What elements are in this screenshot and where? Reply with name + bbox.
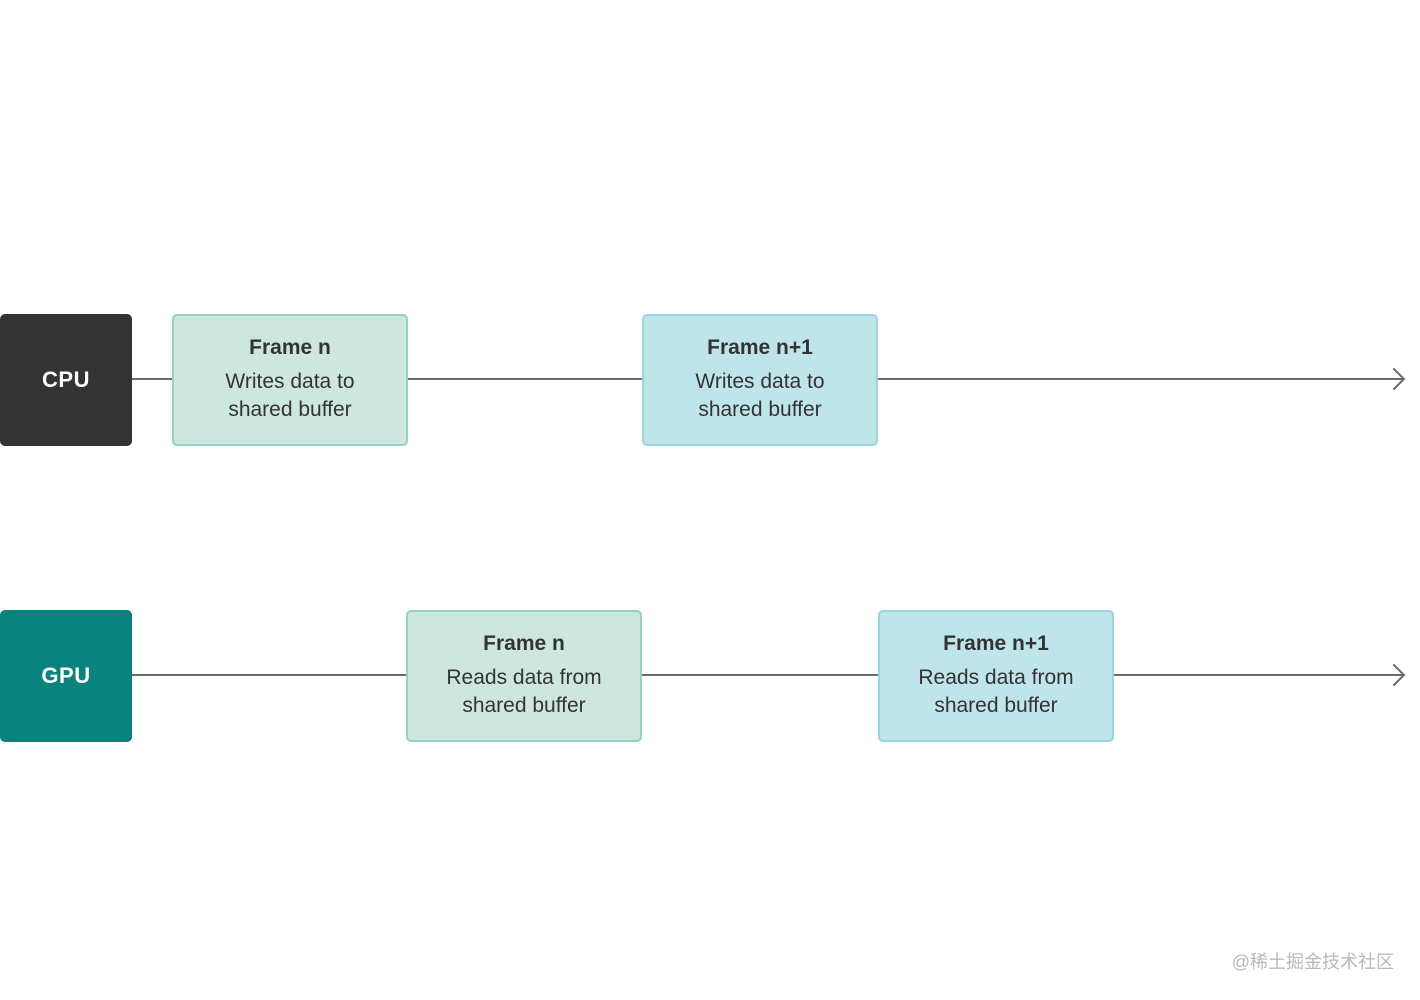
cpu-timeline-arrowhead [1382,367,1406,391]
gpu-frame-n-desc: Reads data from shared buffer [446,666,602,717]
watermark: @稀土掘金技术社区 [1231,952,1394,972]
gpu-frame-n1-title: Frame n+1 [943,632,1049,655]
cpu-label: CPU [42,367,90,392]
gpu-timeline [132,674,1404,676]
cpu-frame-n-desc: Writes data to shared buffer [225,370,355,421]
gpu-frame-n: Frame n Reads data from shared buffer [406,610,642,742]
gpu-label: GPU [41,663,91,688]
cpu-frame-n1-desc: Writes data to shared buffer [695,370,825,421]
cpu-frame-n1-title: Frame n+1 [707,336,813,359]
cpu-label-box: CPU [0,314,132,446]
gpu-frame-n-title: Frame n [483,632,565,655]
gpu-label-box: GPU [0,610,132,742]
gpu-timeline-arrowhead [1382,663,1406,687]
gpu-frame-n1-desc: Reads data from shared buffer [918,666,1074,717]
cpu-frame-n-title: Frame n [249,336,331,359]
cpu-frame-n: Frame n Writes data to shared buffer [172,314,408,446]
gpu-frame-n1: Frame n+1 Reads data from shared buffer [878,610,1114,742]
cpu-frame-n1: Frame n+1 Writes data to shared buffer [642,314,878,446]
